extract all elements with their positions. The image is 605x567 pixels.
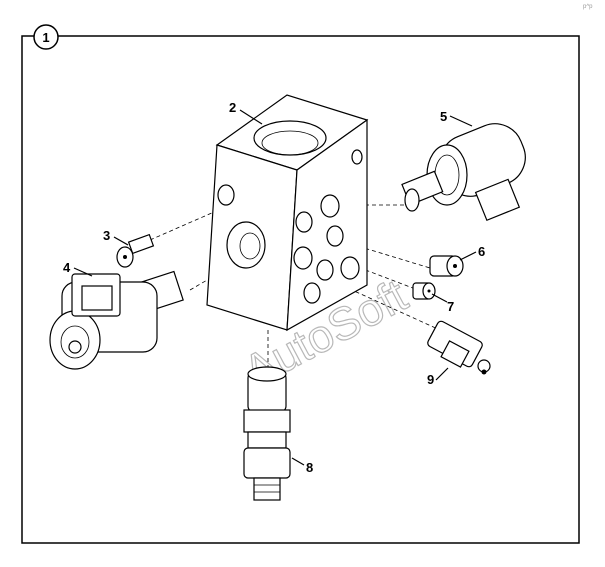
callout-2: 2 <box>229 100 236 115</box>
callout-9: 9 <box>427 372 434 387</box>
callout-3: 3 <box>103 228 110 243</box>
callout-8: 8 <box>306 460 313 475</box>
plug-part-3 <box>116 233 155 268</box>
cap-part-6 <box>429 255 464 277</box>
pressure-sensor-part-8 <box>243 366 291 501</box>
frame-label: 1 <box>42 30 49 45</box>
callout-6: 6 <box>478 244 485 259</box>
callout-4: 4 <box>63 260 71 275</box>
frame-label-badge <box>33 24 59 50</box>
solenoid-valve-part-5 <box>401 123 526 222</box>
switch-part-9 <box>427 320 491 375</box>
valve-block-part-2 <box>206 94 369 332</box>
callout-7: 7 <box>447 299 454 314</box>
leader-lines <box>73 109 477 466</box>
corner-mark: p^p <box>583 4 593 10</box>
solenoid-coil-part-4 <box>49 270 184 370</box>
diagram-frame <box>21 35 580 544</box>
callout-5: 5 <box>440 109 447 124</box>
cap-part-7 <box>412 282 436 300</box>
